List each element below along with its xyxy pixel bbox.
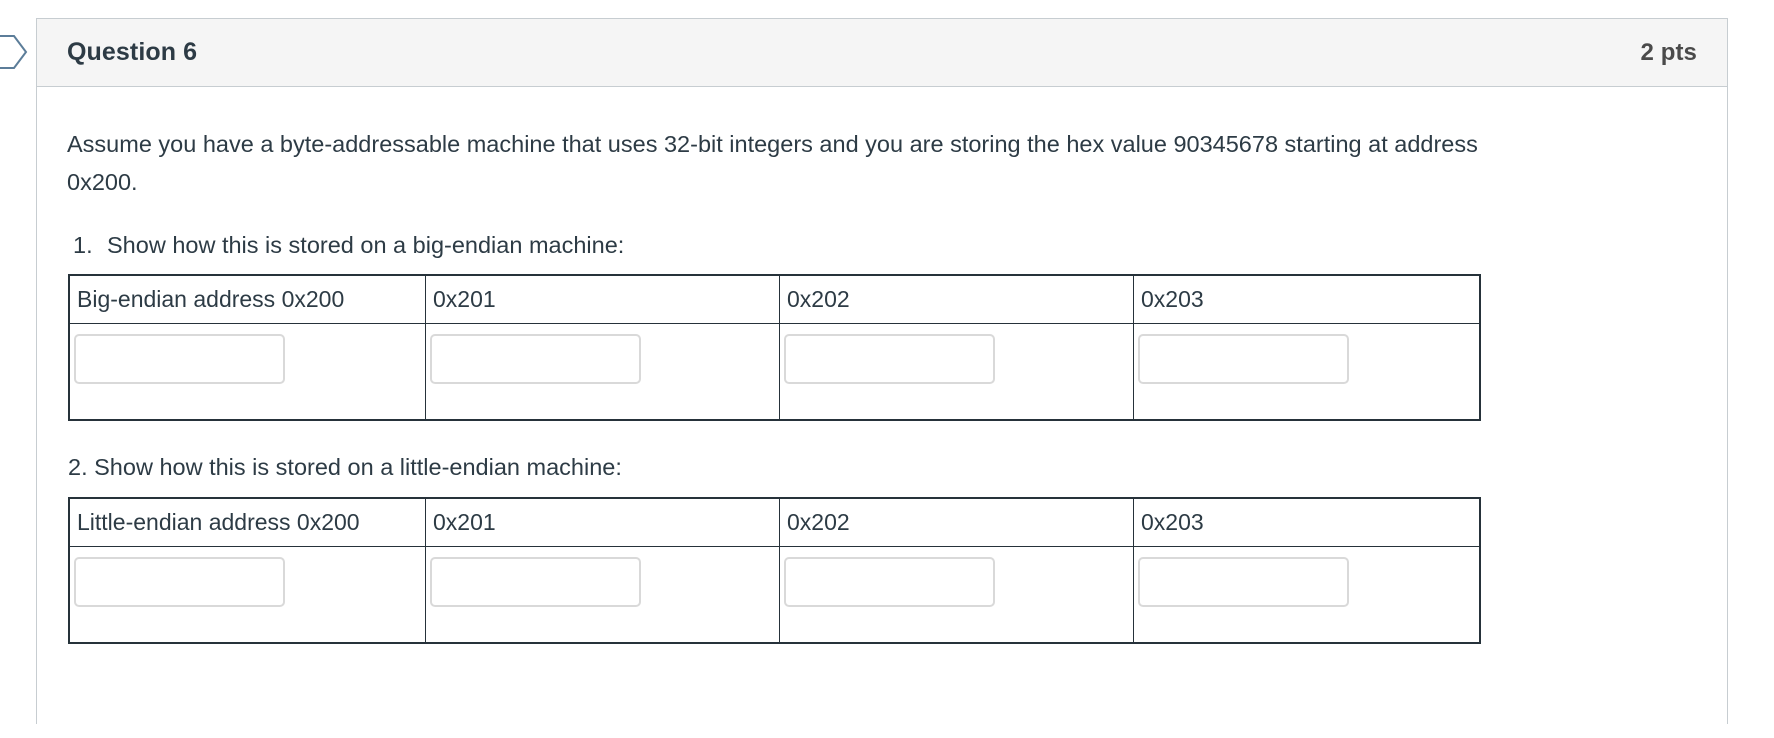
big-endian-input-0x202[interactable] bbox=[784, 333, 995, 384]
big-endian-table: Big-endian address 0x200 0x201 0x202 0x2… bbox=[68, 273, 1481, 421]
table-row bbox=[68, 322, 1481, 421]
little-endian-table: Little-endian address 0x200 0x201 0x202 … bbox=[68, 496, 1481, 644]
little-endian-header-0x202: 0x202 bbox=[779, 497, 1134, 547]
little-endian-header-0x200: Little-endian address 0x200 bbox=[68, 497, 426, 547]
table-row: Little-endian address 0x200 0x201 0x202 … bbox=[68, 497, 1481, 547]
big-endian-header-0x202: 0x202 bbox=[779, 274, 1134, 324]
page-title: Question 6 bbox=[67, 38, 198, 66]
little-endian-cell-0x203 bbox=[1133, 545, 1481, 644]
little-endian-header-0x201: 0x201 bbox=[425, 497, 780, 547]
list-marker-1: 1. bbox=[73, 232, 93, 259]
big-endian-input-0x201[interactable] bbox=[430, 333, 641, 384]
little-endian-header-0x203: 0x203 bbox=[1133, 497, 1481, 547]
big-endian-cell-0x201 bbox=[425, 322, 780, 421]
big-endian-input-0x200[interactable] bbox=[74, 333, 285, 384]
table-row: Big-endian address 0x200 0x201 0x202 0x2… bbox=[68, 274, 1481, 324]
little-endian-input-0x200[interactable] bbox=[74, 556, 285, 607]
little-endian-input-0x203[interactable] bbox=[1138, 556, 1349, 607]
little-endian-input-0x201[interactable] bbox=[430, 556, 641, 607]
question-prompt-text: Assume you have a byte-addressable machi… bbox=[67, 131, 1478, 196]
big-endian-cell-0x202 bbox=[779, 322, 1134, 421]
question-body: Assume you have a byte-addressable machi… bbox=[37, 87, 1727, 644]
big-endian-cell-0x200 bbox=[68, 322, 426, 421]
big-endian-header-0x200: Big-endian address 0x200 bbox=[68, 274, 426, 324]
big-endian-cell-0x203 bbox=[1133, 322, 1481, 421]
table-row bbox=[68, 545, 1481, 644]
chevron-right-outline-icon bbox=[0, 30, 34, 74]
little-endian-cell-0x200 bbox=[68, 545, 426, 644]
little-endian-input-0x202[interactable] bbox=[784, 556, 995, 607]
question-header: Question 6 2 pts bbox=[37, 19, 1727, 87]
list-item-little-endian: 2. Show how this is stored on a little-e… bbox=[68, 453, 622, 480]
question-points-badge: 2 pts bbox=[1640, 38, 1697, 66]
little-endian-cell-0x201 bbox=[425, 545, 780, 644]
big-endian-header-0x203: 0x203 bbox=[1133, 274, 1481, 324]
little-endian-cell-0x202 bbox=[779, 545, 1134, 644]
big-endian-header-0x201: 0x201 bbox=[425, 274, 780, 324]
question-card: Question 6 2 pts Assume you have a byte-… bbox=[36, 18, 1728, 724]
big-endian-input-0x203[interactable] bbox=[1138, 333, 1349, 384]
list-item-1-label: Show how this is stored on a big-endian … bbox=[107, 232, 625, 259]
list-item-big-endian: 1. Show how this is stored on a big-endi… bbox=[67, 227, 1691, 263]
